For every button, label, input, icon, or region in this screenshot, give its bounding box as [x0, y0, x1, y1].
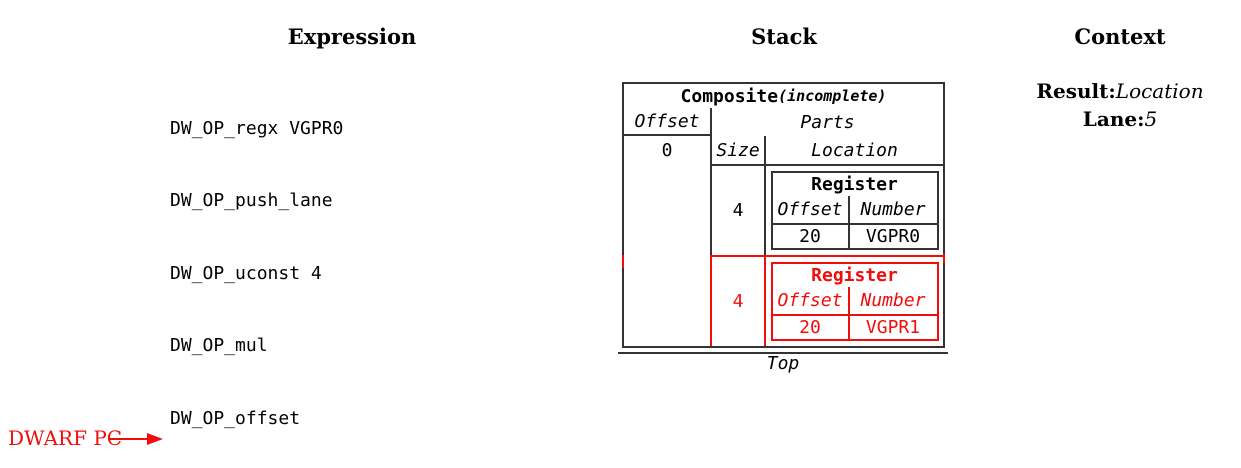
highlight-row-left-tick [622, 255, 624, 268]
opcode-item: DW_OP_regx VGPR0 [170, 117, 344, 139]
part-location-cell: Register Offset Number 20 VGPR0 [766, 166, 943, 255]
register-number-header: Number [860, 290, 926, 311]
register-offset-value: 20 [773, 225, 850, 248]
lane-value: 5 [1144, 107, 1158, 131]
context-column-title: Context [1074, 24, 1166, 49]
location-column-header: Location [811, 139, 898, 161]
register-offset-header: Offset [773, 287, 850, 314]
register-value-row: 20 VGPR1 [772, 314, 937, 339]
opcode-item: DW_OP_offset [170, 407, 301, 429]
dwarf-pc-label: DWARF PC [8, 426, 123, 450]
part-row: 4 Register Offset Number 20 VGPR0 [710, 166, 943, 255]
opcode-item: DW_OP_push_lane [170, 190, 333, 212]
register-offset-header: Offset [773, 196, 850, 223]
result-value: Location [1115, 79, 1204, 103]
highlight-row-right-tick [943, 254, 945, 263]
part-size-cell: 4 [712, 257, 766, 346]
stack-column-title: Stack [751, 24, 817, 49]
opcode-item: DW_OP_mul [170, 335, 268, 357]
part-size-cell: 4 [712, 166, 766, 255]
register-title: Register [811, 174, 898, 195]
context-result-line: Result:Location [1019, 77, 1221, 105]
offset-column-header: Offset [624, 108, 710, 136]
parts-column: Parts Size Location 4 Register Offset Nu… [710, 108, 943, 346]
offset-value-cell: 0 [661, 140, 673, 161]
register-offset-value: 20 [773, 316, 850, 339]
composite-title: Composite [680, 85, 779, 107]
register-title: Register [811, 265, 898, 286]
register-table-highlighted: Register Offset Number 20 VGPR1 [770, 262, 939, 341]
opcode-list: DW_OP_regx VGPR0 DW_OP_push_lane DW_OP_u… [170, 71, 343, 468]
part-location-cell: Register Offset Number 20 VGPR1 [766, 257, 943, 346]
composite-location-table: Composite(incomplete) Offset 0 Parts Siz… [622, 82, 945, 348]
opcode-item: DW_OP_uconst 4 [170, 262, 322, 284]
size-location-header-row: Size Location [710, 136, 943, 166]
parts-column-header: Parts [710, 108, 943, 136]
stack-top-label: Top [766, 353, 800, 374]
lane-label: Lane: [1082, 107, 1145, 131]
register-number-value: VGPR1 [865, 317, 921, 338]
context-lane-line: Lane:5 [1019, 105, 1221, 133]
register-header-row: Offset Number [773, 196, 937, 223]
context-block: Result:Location Lane:5 [1019, 77, 1221, 133]
size-column-header: Size [712, 136, 766, 164]
stack-top-line [618, 352, 948, 354]
expression-column-title: Expression [287, 24, 417, 49]
register-number-value: VGPR0 [865, 226, 921, 247]
register-header-row: Offset Number [773, 287, 937, 314]
offset-column: Offset 0 [624, 108, 710, 346]
result-label: Result: [1036, 79, 1116, 103]
composite-table-body: Offset 0 Parts Size Location 4 Register [624, 108, 943, 346]
composite-header: Composite(incomplete) [624, 84, 943, 108]
register-number-header: Number [860, 199, 926, 220]
composite-incomplete-qualifier: (incomplete) [778, 87, 887, 105]
register-value-row: 20 VGPR0 [772, 223, 937, 248]
dwarf-pc-arrow-icon [110, 433, 163, 445]
register-table: Register Offset Number 20 VGPR0 [770, 171, 939, 250]
part-row-highlighted: 4 Register Offset Number 20 VGPR1 [710, 255, 943, 346]
